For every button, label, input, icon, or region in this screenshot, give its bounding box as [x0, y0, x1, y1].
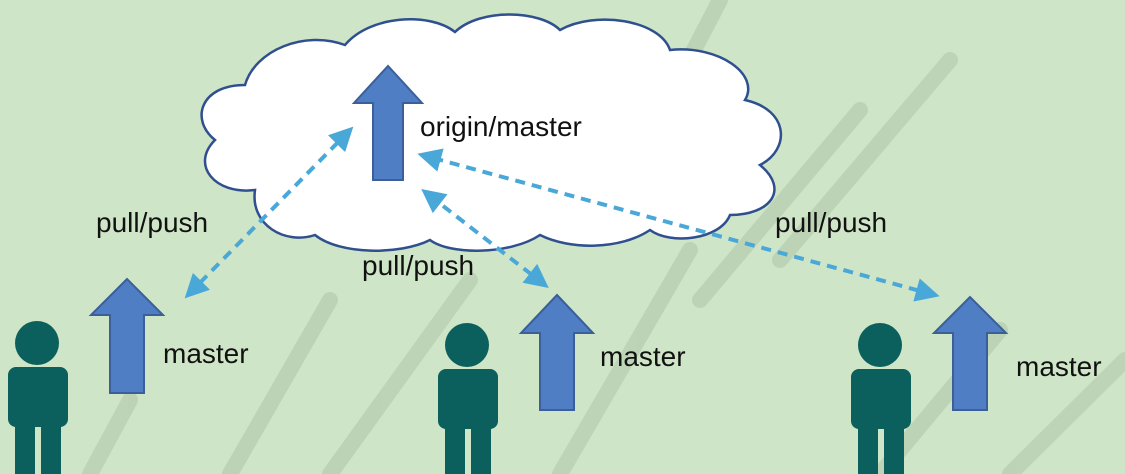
remote-branch-label: origin/master: [420, 111, 582, 142]
link-label-left: pull/push: [96, 207, 208, 238]
remote-branch-arrow: [351, 64, 425, 181]
user-middle: master: [438, 293, 686, 474]
user-right: master: [851, 295, 1102, 474]
up-arrow-icon: [88, 277, 166, 394]
local-branch-label: master: [600, 341, 686, 372]
double-arrow-icon: [417, 148, 940, 302]
link-right: [417, 148, 940, 302]
local-branch-label: master: [163, 338, 249, 369]
up-arrow-icon: [351, 64, 425, 181]
link-label-right: pull/push: [775, 207, 887, 238]
local-branch-label: master: [1016, 351, 1102, 382]
up-arrow-icon: [931, 295, 1009, 411]
person-icon: [851, 323, 911, 474]
up-arrow-icon: [518, 293, 596, 411]
user-left: master: [8, 277, 249, 474]
double-arrow-icon: [184, 126, 354, 299]
person-icon: [8, 321, 68, 474]
person-icon: [438, 323, 498, 474]
link-label-middle: pull/push: [362, 250, 474, 281]
link-left: [184, 126, 354, 299]
